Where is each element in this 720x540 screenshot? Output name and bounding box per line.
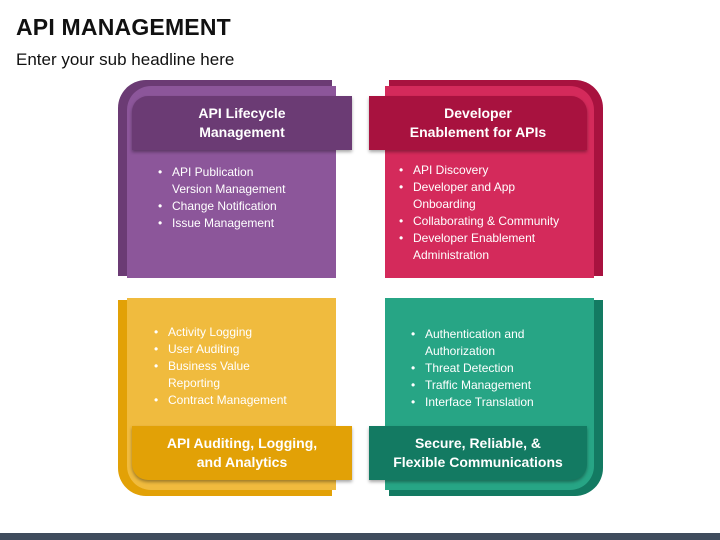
quadrant-heading-text: API Lifecycle Management [198, 105, 286, 140]
quadrant-lifecycle: API Lifecycle Management API Publication… [118, 80, 352, 278]
page-subtitle: Enter your sub headline here [16, 50, 235, 69]
quadrant-heading: API Auditing, Logging, and Analytics [132, 426, 352, 480]
list-item: User Auditing [154, 341, 332, 358]
quadrant-heading: Developer Enablement for APIs [369, 96, 587, 150]
quadrant-auditing: API Auditing, Logging, and Analytics Act… [118, 298, 352, 496]
quadrant-heading: API Lifecycle Management [132, 96, 352, 150]
list-item: Interface Translation [411, 394, 593, 411]
quadrant-heading-text: Developer Enablement for APIs [409, 105, 547, 140]
list-item: Business Value Reporting [154, 358, 332, 392]
page-title: API MANAGEMENT [16, 14, 231, 40]
footer-bar [0, 533, 720, 540]
list-item: Contract Management [154, 392, 332, 409]
list-item: Collaborating & Community [399, 213, 589, 230]
quadrant-item-list: Activity Logging User Auditing Business … [154, 324, 332, 409]
list-item: Developer and App Onboarding [399, 179, 589, 213]
quadrant-developer-enablement: Developer Enablement for APIs API Discov… [369, 80, 603, 278]
list-item: API Discovery [399, 162, 589, 179]
list-item: Change Notification [158, 198, 330, 215]
quadrant-heading-text: Secure, Reliable, & Flexible Communicati… [393, 435, 563, 470]
quadrant-secure-communications: Secure, Reliable, & Flexible Communicati… [369, 298, 603, 496]
quadrant-item-list: API Publication Version Management Chang… [158, 164, 330, 232]
list-item: Threat Detection [411, 360, 593, 377]
quadrant-item-list: Authentication and Authorization Threat … [411, 326, 593, 411]
list-item: Activity Logging [154, 324, 332, 341]
list-item: Issue Management [158, 215, 330, 232]
list-item: API Publication Version Management [158, 164, 330, 198]
quadrant-item-list: API Discovery Developer and App Onboardi… [399, 162, 589, 264]
list-item: Authentication and Authorization [411, 326, 593, 360]
quadrant-heading: Secure, Reliable, & Flexible Communicati… [369, 426, 587, 480]
quadrant-heading-text: API Auditing, Logging, and Analytics [166, 435, 318, 470]
list-item: Developer Enablement Administration [399, 230, 589, 264]
list-item: Traffic Management [411, 377, 593, 394]
